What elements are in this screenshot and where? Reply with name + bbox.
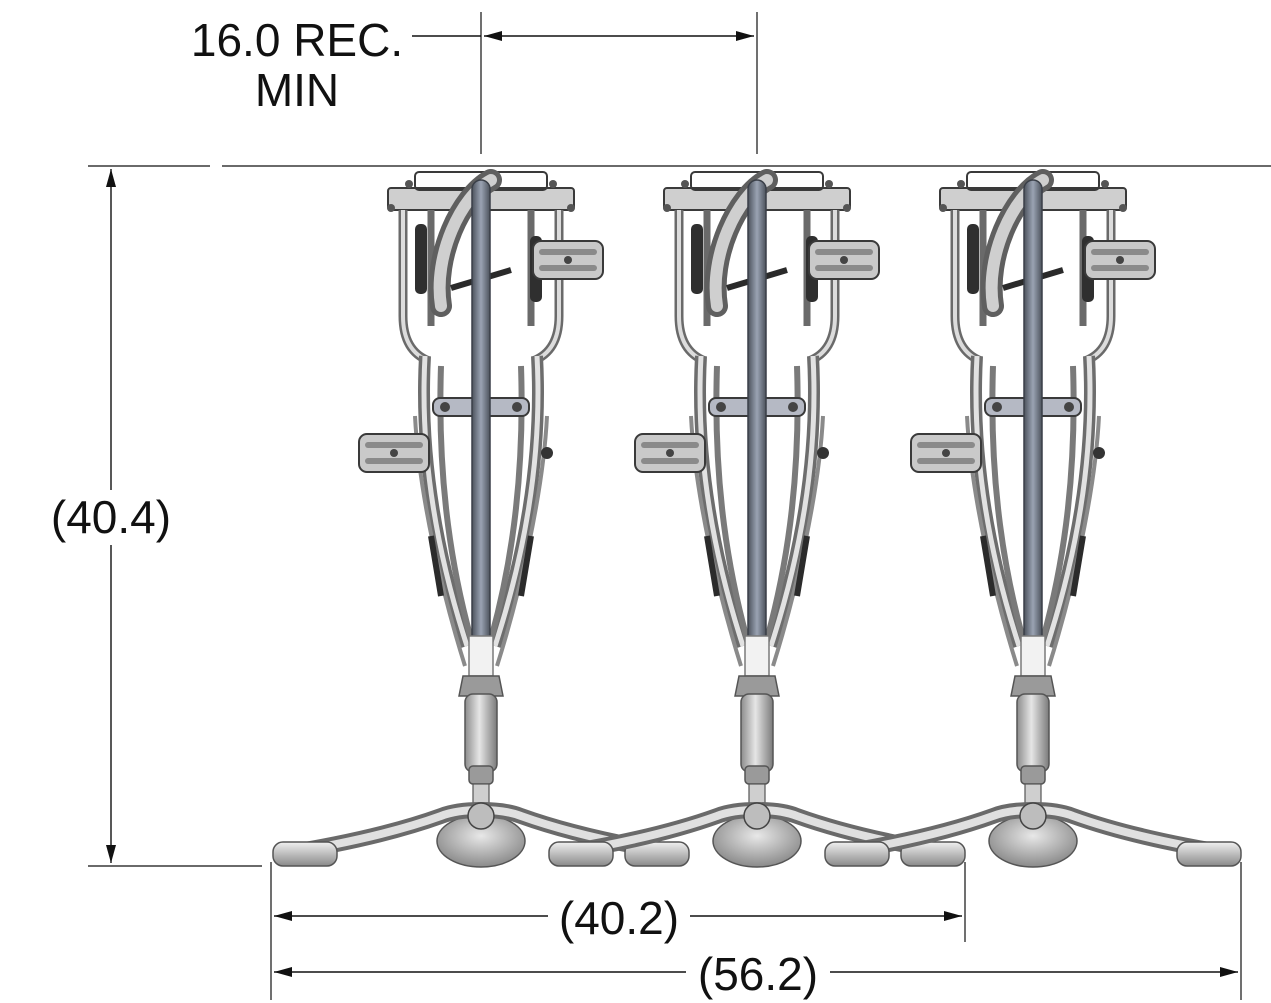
bike-group — [273, 172, 1241, 867]
inner-width-arrow-left — [274, 911, 292, 921]
bike-2 — [549, 172, 965, 867]
overall-width-arrow-right — [1220, 967, 1238, 977]
spacing-arrow-right — [736, 31, 754, 41]
inner-width-arrow-right — [944, 911, 962, 921]
height-arrow-bottom — [106, 845, 116, 863]
spacing-label-line2: MIN — [255, 64, 339, 116]
bike-1 — [273, 172, 689, 867]
height-arrow-top — [106, 169, 116, 187]
overall-width-label: (56.2) — [698, 948, 818, 1000]
inner-width-label: (40.2) — [559, 892, 679, 944]
overall-width-arrow-left — [274, 967, 292, 977]
spacing-arrow-left — [484, 31, 502, 41]
spacing-label-line1: 16.0 REC. — [191, 14, 403, 66]
bike-3 — [825, 172, 1241, 867]
height-label: (40.4) — [51, 491, 171, 543]
